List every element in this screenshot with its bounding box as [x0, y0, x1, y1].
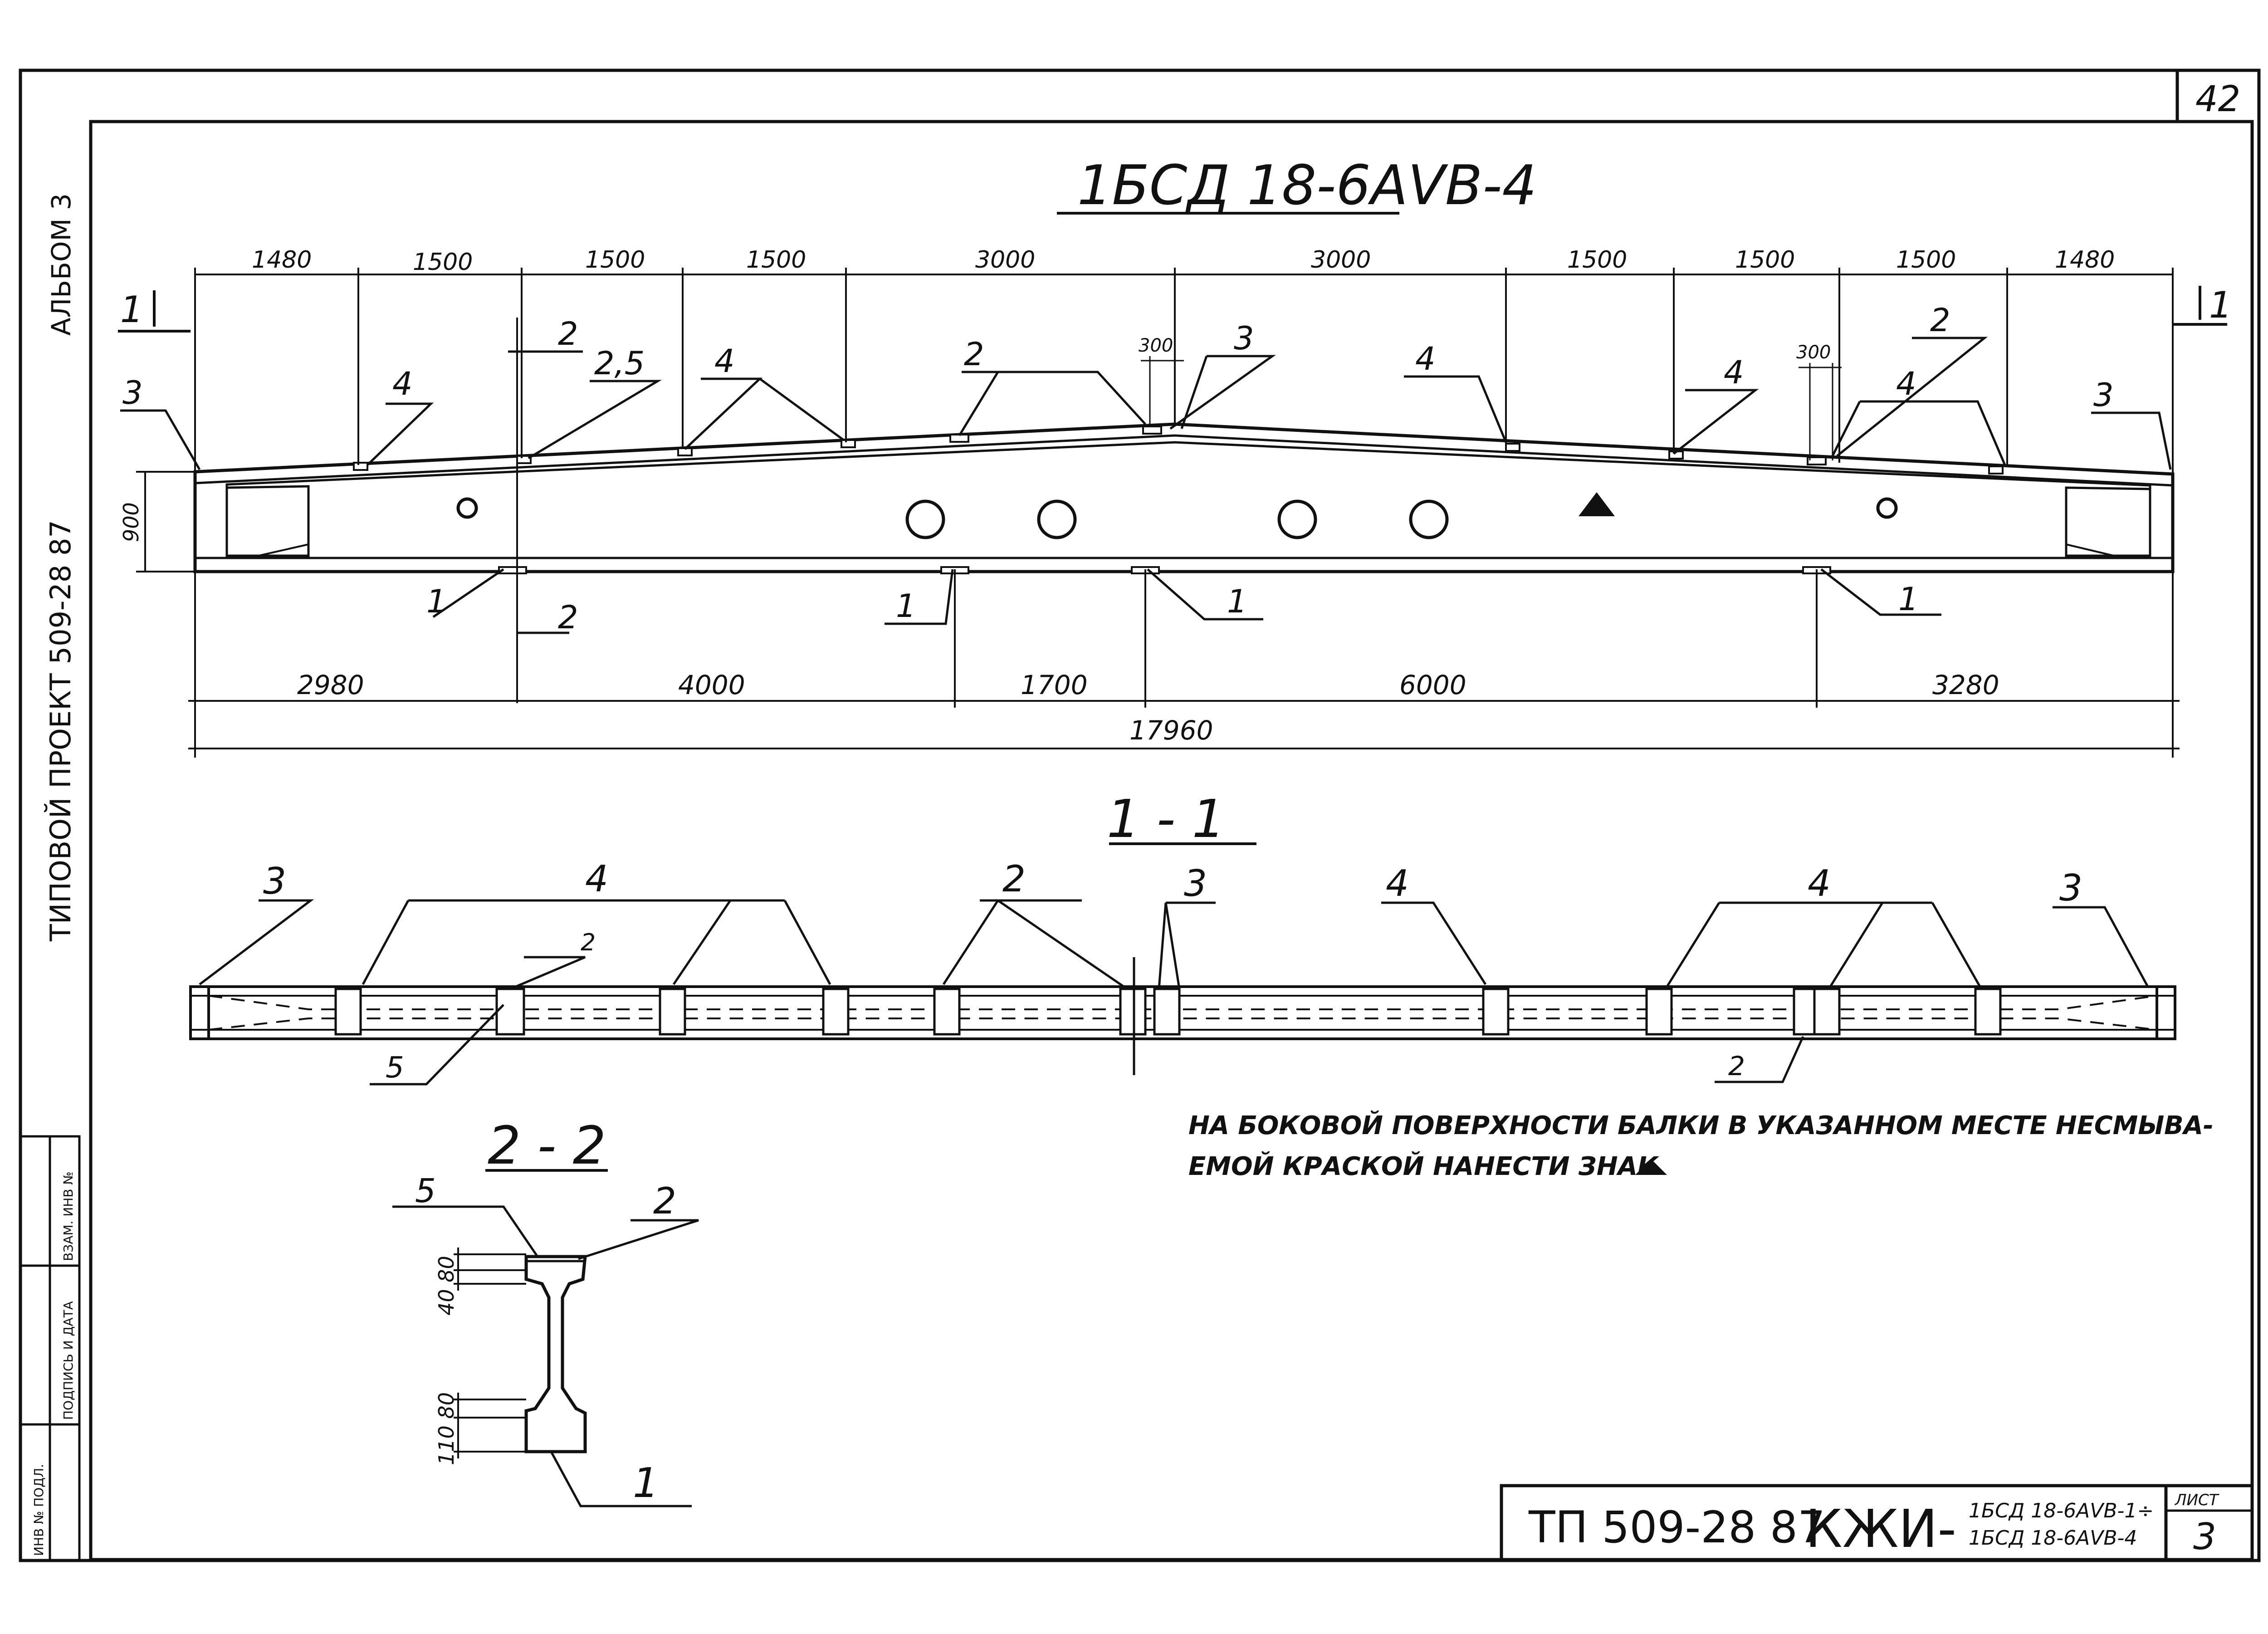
title-block-sheet-label: ЛИСТ	[2174, 1491, 2219, 1509]
web-openings	[456, 497, 1898, 539]
elevation-leaders	[120, 337, 2172, 634]
section-dims-bottom: 110 80	[434, 1392, 459, 1465]
section-callout-2: 2	[653, 1180, 676, 1222]
dim-top-2: 1500	[413, 249, 473, 276]
plan-callout-2-bottom: 2	[1728, 1051, 1745, 1081]
plan-callout-4-mid: 4	[1386, 862, 1409, 905]
sheet-frame	[19, 68, 2261, 1562]
dim-top-10: 1480	[2055, 246, 2115, 274]
bottom-plates	[498, 566, 1831, 574]
album-label: АЛЬБОМ 3	[46, 193, 77, 336]
dim-top-4: 1500	[746, 246, 806, 274]
stamp-sign-date: ПОДПИСЬ И ДАТА	[61, 1301, 76, 1420]
section-leaders	[392, 1205, 699, 1507]
height-dim: 900	[119, 502, 143, 542]
title-block-code: ТП 509-28 87	[1528, 1502, 1825, 1553]
plan-callout-3-right: 3	[2059, 867, 2082, 909]
title-block	[1500, 1484, 2254, 1562]
dim-bottom-3: 1700	[1021, 670, 1088, 700]
callout-1-a: 1	[426, 583, 447, 620]
plan-callout-3-left: 3	[263, 860, 286, 902]
dim-bottom-1: 2980	[297, 670, 364, 700]
callout-2-top: 2	[558, 315, 578, 352]
section-cut-marks	[118, 286, 2227, 333]
small-dim-lines	[1141, 356, 1842, 460]
dim-top-3: 1500	[585, 246, 645, 274]
section-dim-lines	[454, 1248, 526, 1458]
beam-plan	[189, 985, 2176, 1040]
section-title: 2 - 2	[488, 1115, 606, 1176]
callout-4-e: 4	[1896, 365, 1916, 402]
plan-callout-labels: 3 4 2 2 3 4 4 3 5 2	[263, 858, 2082, 1085]
mark-sign	[1579, 492, 1615, 516]
plan-callout-2-mid: 2	[1002, 858, 1026, 900]
project-label: ТИПОВОЙ ПРОЕКТ 509-28 87	[44, 520, 77, 942]
dim-small-2: 300	[1796, 342, 1831, 363]
callout-2-5: 2,5	[594, 345, 645, 382]
dim-small-1: 300	[1139, 335, 1173, 356]
stamp-table	[19, 1135, 81, 1562]
section-mark-right: 1	[2209, 284, 2232, 326]
small-dims: 300 300	[1139, 335, 1831, 363]
plan-callout-5: 5	[386, 1051, 404, 1085]
callout-2-bottom: 2	[558, 599, 578, 636]
i-beam-section	[524, 1255, 587, 1453]
note-line-1: НА БОКОВОЙ ПОВЕРХНОСТИ БАЛКИ В УКАЗАННОМ…	[1188, 1111, 2214, 1140]
dim-top-7: 1500	[1567, 246, 1627, 274]
callout-1-b: 1	[896, 587, 916, 625]
callout-4-c: 4	[1415, 340, 1436, 377]
callout-4-a: 4	[392, 365, 413, 402]
top-dimension-lines	[194, 268, 2174, 474]
callout-3-mid: 3	[1234, 320, 1254, 357]
section-mark-left: 1	[120, 289, 143, 331]
dim-top-1: 1480	[252, 246, 312, 274]
section-dims-top: 40 80	[434, 1256, 459, 1316]
drawing-title: 1БСД 18-6АVВ-4	[1077, 154, 1537, 217]
beam-elevation	[193, 422, 2175, 573]
dim-bottom-5: 3280	[1932, 670, 1999, 700]
section-callout-5: 5	[415, 1172, 436, 1210]
page-number: 42	[2195, 79, 2240, 120]
callout-3-right: 3	[2093, 377, 2114, 414]
plan-callout-4-right: 4	[1808, 862, 1831, 905]
plan-callout-3-mid: 3	[1184, 862, 1207, 905]
note-line-2: ЕМОЙ КРАСКОЙ НАНЕСТИ ЗНАК	[1188, 1151, 1660, 1181]
callout-2-right: 2	[1930, 302, 1950, 339]
dim-top-5: 3000	[975, 246, 1035, 274]
bottom-dims: 2980 4000 1700 6000 3280 17960	[297, 670, 1999, 746]
height-dimension	[136, 471, 195, 572]
bottom-dimension-lines	[188, 318, 2180, 758]
elevation-callout-labels: 3 4 2 2,5 4 2 3 4 4 2 4 3 1 2 1 1 1	[122, 302, 2114, 636]
callout-2-mid: 2	[964, 336, 984, 373]
top-dims: 1480 1500 1500 1500 3000 3000 1500 1500 …	[252, 246, 2115, 276]
stamp-inv-no: ИНВ № ПОДЛ.	[31, 1464, 46, 1556]
title-block-doc: КЖИ-	[1805, 1499, 1956, 1560]
dim-top-9: 1500	[1896, 246, 1956, 274]
dim-bottom-2: 4000	[678, 670, 745, 700]
note-mark-sign	[1635, 1159, 1667, 1175]
plan-callout-2-small: 2	[581, 929, 596, 956]
callout-4-b: 4	[714, 342, 735, 380]
dim-top-8: 1500	[1735, 246, 1795, 274]
dim-total: 17960	[1129, 715, 1213, 746]
callout-4-d: 4	[1724, 354, 1744, 391]
dim-bottom-4: 6000	[1399, 670, 1466, 700]
plan-leaders	[199, 899, 2149, 1086]
callout-1-d: 1	[1898, 581, 1919, 618]
stamp-replace-inv: ВЗАМ. ИНВ №	[61, 1171, 76, 1261]
title-block-range-top: 1БСД 18-6АVВ-1÷	[1969, 1499, 2154, 1522]
dim-top-6: 3000	[1311, 246, 1371, 274]
callout-1-c: 1	[1227, 583, 1247, 620]
section-callout-1: 1	[633, 1459, 659, 1507]
callout-3-left: 3	[122, 374, 143, 411]
top-plates	[353, 426, 2004, 475]
plan-title: 1 - 1	[1107, 789, 1225, 850]
title-block-sheet-no: 3	[2193, 1516, 2216, 1558]
title-block-range-bottom: 1БСД 18-6АVВ-4	[1969, 1526, 2137, 1550]
plan-callout-4-left: 4	[585, 858, 608, 900]
